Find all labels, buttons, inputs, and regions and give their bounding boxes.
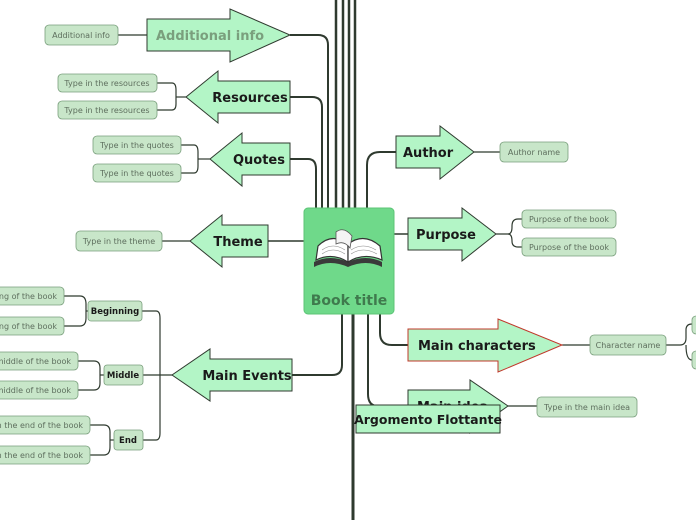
subtopic-end-1[interactable]: n the end of the book (0, 415, 91, 435)
subtopic-main-idea-label: Type in the main idea (543, 403, 630, 412)
subtopic-beginning-2[interactable]: ng of the book (0, 316, 65, 336)
subtopic-middle-1-label: middle of the book (0, 357, 71, 366)
branch-quotes-label: Quotes (233, 153, 285, 168)
branch-theme[interactable]: Theme (189, 213, 269, 269)
branch-purpose-label: Purpose (416, 228, 476, 243)
branch-purpose[interactable]: Purpose (407, 206, 497, 263)
subtopic-resources-2-label: Type in the resources (63, 106, 149, 115)
subtopic-quotes-2[interactable]: Type in the quotes (92, 163, 182, 183)
subtopic-character-label: Character name (596, 341, 661, 350)
branch-additional-info[interactable]: Additional info (146, 8, 292, 63)
subtopic-resources-1-label: Type in the resources (63, 79, 149, 88)
open-book-icon (314, 229, 383, 267)
subtopic-middle-1[interactable]: middle of the book (0, 351, 79, 371)
subtopic-resources-1[interactable]: Type in the resources (57, 73, 158, 93)
subtopic-character[interactable]: Character name (589, 334, 667, 356)
branch-main-characters-label: Main characters (418, 339, 536, 354)
node-end-label: End (119, 436, 137, 446)
subtopic-purpose-1-label: Purpose of the book (529, 215, 609, 224)
subtopic-middle-2-label: middle of the book (0, 386, 71, 395)
subtopic-author-label: Author name (508, 148, 560, 157)
central-topic[interactable]: Book title (303, 207, 395, 315)
subtopic-beginning-1-label: ng of the book (0, 292, 57, 301)
subtopic-character-child-2[interactable] (691, 350, 696, 370)
subtopic-middle-2[interactable]: middle of the book (0, 380, 79, 400)
subtopic-theme[interactable]: Type in the theme (75, 230, 163, 252)
subtopic-end-2-label: n the end of the book (0, 451, 83, 460)
branch-resources[interactable]: Resources (185, 69, 291, 125)
node-middle-label: Middle (107, 371, 139, 381)
branch-main-events[interactable]: Main Events (171, 348, 293, 402)
subtopic-additional-info[interactable]: Additional info (44, 24, 119, 46)
branch-main-characters[interactable]: Main characters (407, 318, 564, 373)
subtopic-additional-info-label: Additional info (52, 31, 110, 40)
branch-main-events-label: Main Events (202, 369, 292, 384)
floating-topic[interactable]: Argomento Flottante (354, 404, 502, 434)
subtopic-beginning-1[interactable]: ng of the book (0, 286, 65, 306)
subtopic-purpose-2-label: Purpose of the book (529, 243, 609, 252)
subtopic-author[interactable]: Author name (499, 141, 569, 163)
subtopic-end-2[interactable]: n the end of the book (0, 445, 91, 465)
node-middle[interactable]: Middle (103, 364, 144, 386)
branch-author-label: Author (403, 146, 454, 161)
floating-topic-label: Argomento Flottante (354, 412, 502, 427)
subtopic-end-1-label: n the end of the book (0, 421, 83, 430)
subtopic-purpose-1[interactable]: Purpose of the book (521, 209, 617, 229)
subtopic-quotes-1-label: Type in the quotes (99, 141, 174, 150)
connector-lines (64, 0, 696, 520)
central-topic-title: Book title (311, 293, 388, 309)
subtopic-purpose-2[interactable]: Purpose of the book (521, 237, 617, 257)
branch-additional-info-label: Additional info (156, 29, 264, 44)
branch-quotes[interactable]: Quotes (209, 131, 291, 188)
branch-resources-label: Resources (212, 91, 288, 106)
subtopic-resources-2[interactable]: Type in the resources (57, 100, 158, 120)
node-beginning[interactable]: Beginning (87, 300, 143, 322)
subtopic-quotes-2-label: Type in the quotes (99, 169, 174, 178)
subtopic-main-idea[interactable]: Type in the main idea (536, 396, 638, 418)
subtopic-quotes-1[interactable]: Type in the quotes (92, 135, 182, 155)
node-end[interactable]: End (113, 429, 144, 451)
branch-theme-label: Theme (213, 235, 262, 250)
subtopic-beginning-2-label: ng of the book (0, 322, 57, 331)
node-beginning-label: Beginning (91, 307, 139, 317)
subtopic-theme-label: Type in the theme (82, 237, 155, 246)
branch-author[interactable]: Author (395, 124, 475, 181)
subtopic-character-child-1[interactable] (691, 315, 696, 335)
